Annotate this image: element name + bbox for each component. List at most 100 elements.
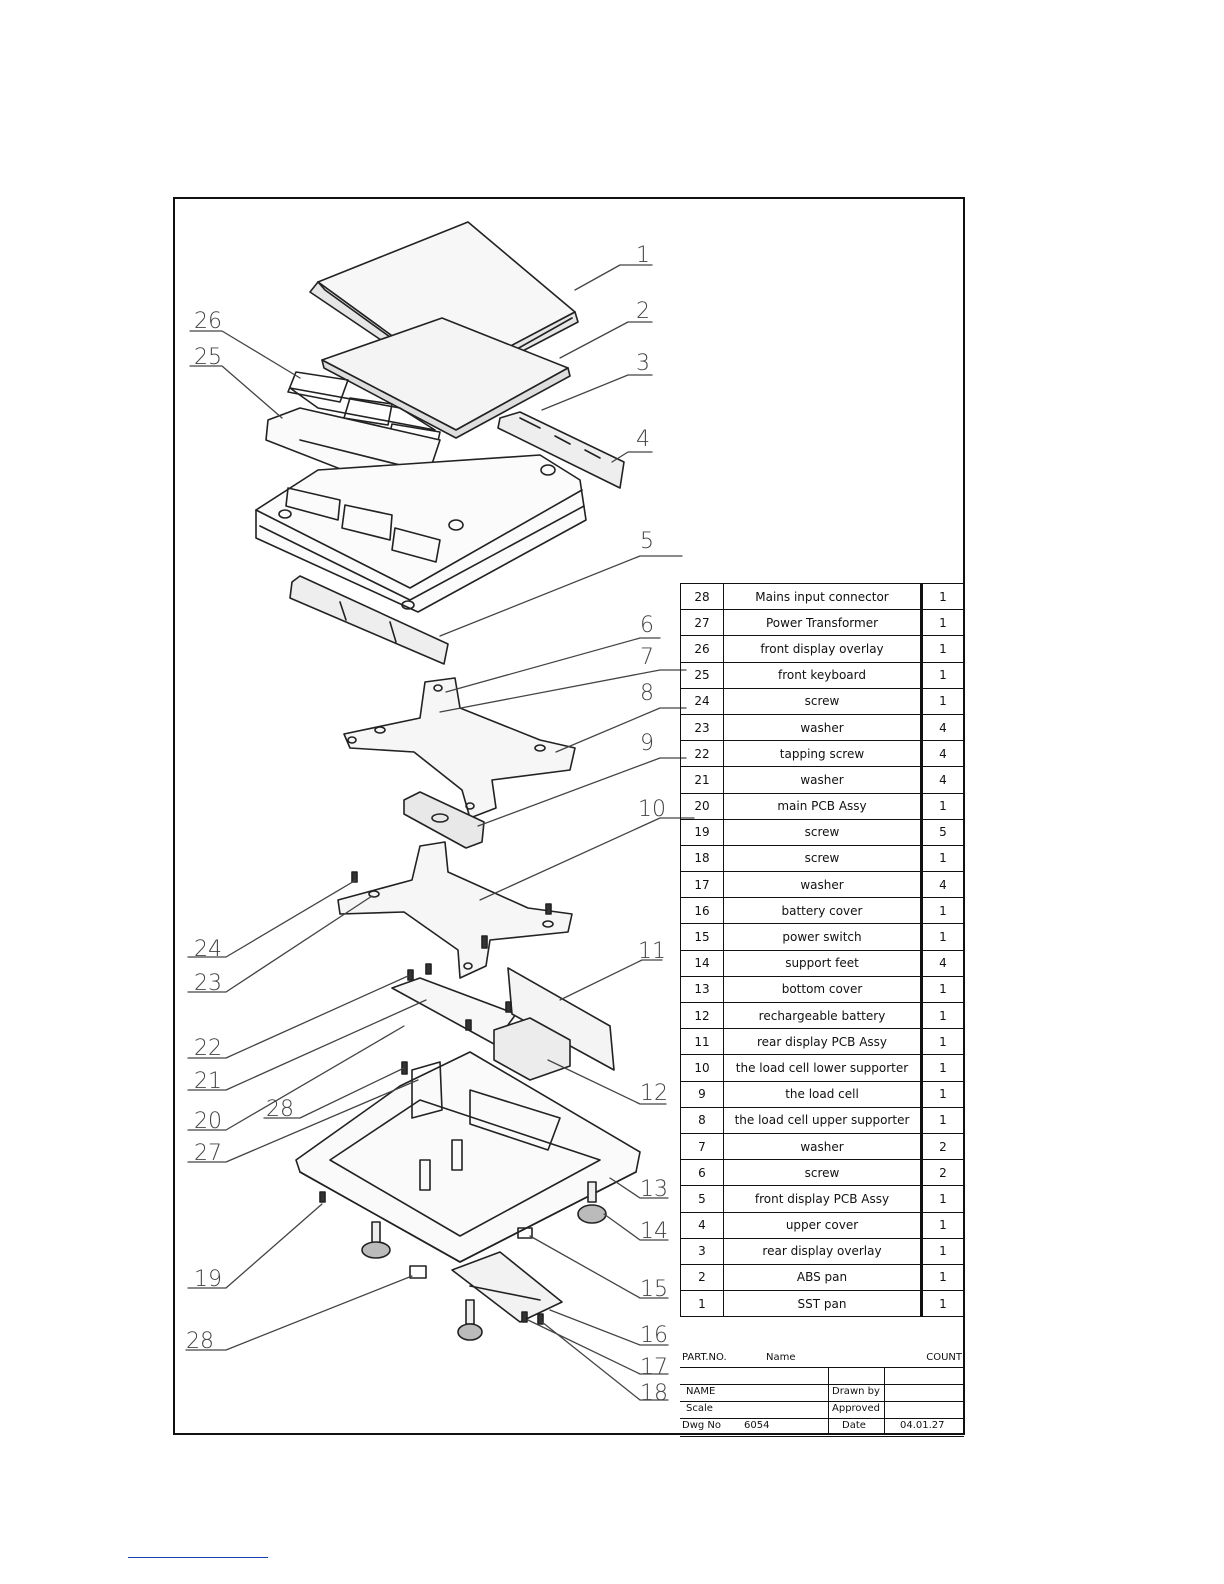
- callout-23: 23: [194, 971, 222, 996]
- footer-link-underline: [128, 1557, 268, 1558]
- part-number-cell: 12: [680, 1001, 724, 1030]
- callout-22: 22: [194, 1036, 222, 1061]
- callout-18: 18: [640, 1381, 668, 1406]
- part-count-cell: 1: [920, 661, 964, 689]
- callout-28-upper: 28: [266, 1097, 294, 1122]
- drawing-sheet: [173, 197, 965, 1435]
- part-load-cell: [403, 791, 485, 849]
- part-load-cell-upper-supporter: [343, 677, 576, 819]
- part-number-cell: 2: [680, 1263, 724, 1292]
- callout-16: 16: [640, 1323, 668, 1348]
- part-number-cell: 14: [680, 949, 724, 977]
- part-name-cell: the load cell: [723, 1080, 922, 1108]
- part-name-cell: washer: [723, 766, 922, 794]
- title-block: NAME Drawn by Scale Approved Dwg No 6054…: [680, 1367, 964, 1437]
- part-name-cell: SST pan: [723, 1290, 922, 1318]
- part-count-cell: 1: [920, 1290, 964, 1318]
- part-no-header: PART.NO.: [682, 1352, 727, 1363]
- part-upper-cover: [255, 454, 587, 613]
- callout-19: 19: [194, 1267, 222, 1292]
- callout-28-lower: 28: [186, 1329, 214, 1354]
- part-front-display-pcb: [289, 575, 449, 665]
- part-number-cell: 21: [680, 766, 724, 794]
- part-count-cell: 4: [920, 766, 964, 794]
- part-number-cell: 25: [680, 661, 724, 689]
- callout-1: 1: [636, 243, 650, 268]
- part-number-cell: 22: [680, 740, 724, 768]
- part-number-cell: 24: [680, 687, 724, 715]
- part-count-cell: 1: [920, 1263, 964, 1292]
- part-small-screws: [319, 871, 552, 1325]
- part-name-cell: Mains input connector: [723, 582, 922, 611]
- callout-labels: 1 2 3 4 5 6 7 8 9 10 11 12 13 14 15 16 1…: [186, 243, 668, 1406]
- part-name-cell: rechargeable battery: [723, 1001, 922, 1030]
- part-name-cell: rear display PCB Assy: [723, 1028, 922, 1056]
- part-count-cell: 1: [920, 923, 964, 951]
- part-count-cell: 1: [920, 1001, 964, 1030]
- part-count-cell: 1: [920, 897, 964, 925]
- part-number-cell: 23: [680, 713, 724, 742]
- part-count-cell: 2: [920, 1159, 964, 1187]
- part-name-cell: front display PCB Assy: [723, 1185, 922, 1213]
- part-number-cell: 6: [680, 1159, 724, 1187]
- part-name-cell: tapping screw: [723, 740, 922, 768]
- drawn-by-label: Drawn by: [832, 1386, 880, 1397]
- part-number-cell: 5: [680, 1185, 724, 1213]
- part-name-cell: screw: [723, 687, 922, 715]
- part-load-cell-lower-supporter: [337, 841, 573, 979]
- part-name-cell: screw: [723, 1159, 922, 1187]
- dwg-no-value: 6054: [744, 1420, 770, 1431]
- part-count-cell: 4: [920, 871, 964, 899]
- part-bottom-cover: [295, 1051, 641, 1263]
- callout-2: 2: [636, 299, 650, 324]
- part-abs-pan: [321, 317, 571, 439]
- part-name-cell: Power Transformer: [723, 609, 922, 637]
- callout-leader-lines: [185, 264, 695, 1401]
- callout-14: 14: [640, 1219, 668, 1244]
- callout-5: 5: [640, 529, 654, 554]
- part-rechargeable-battery: [493, 1017, 571, 1081]
- part-number-cell: 20: [680, 792, 724, 820]
- dwg-no-label: Dwg No: [682, 1420, 722, 1431]
- part-name-cell: main PCB Assy: [723, 792, 922, 820]
- part-number-cell: 26: [680, 635, 724, 663]
- part-count-cell: 1: [920, 609, 964, 637]
- part-name-cell: ABS pan: [723, 1263, 922, 1292]
- part-number-cell: 11: [680, 1028, 724, 1056]
- callout-6: 6: [640, 613, 654, 638]
- parts-list-header: PART.NO. Name COUNT: [680, 1350, 964, 1367]
- part-count-cell: 1: [920, 635, 964, 663]
- callout-13: 13: [640, 1177, 668, 1202]
- part-name-cell: washer: [723, 871, 922, 899]
- part-name-cell: the load cell upper supporter: [723, 1106, 922, 1134]
- part-number-cell: 8: [680, 1106, 724, 1134]
- callout-26: 26: [194, 309, 222, 334]
- callout-15: 15: [640, 1277, 668, 1302]
- part-number-cell: 10: [680, 1054, 724, 1082]
- part-name-cell: upper cover: [723, 1211, 922, 1239]
- part-number-cell: 1: [680, 1290, 724, 1318]
- part-count-cell: 1: [920, 792, 964, 820]
- part-count-cell: 1: [920, 1080, 964, 1108]
- part-number-cell: 15: [680, 923, 724, 951]
- callout-11: 11: [638, 939, 666, 964]
- approved-label: Approved: [832, 1403, 880, 1414]
- count-header: COUNT: [926, 1352, 962, 1363]
